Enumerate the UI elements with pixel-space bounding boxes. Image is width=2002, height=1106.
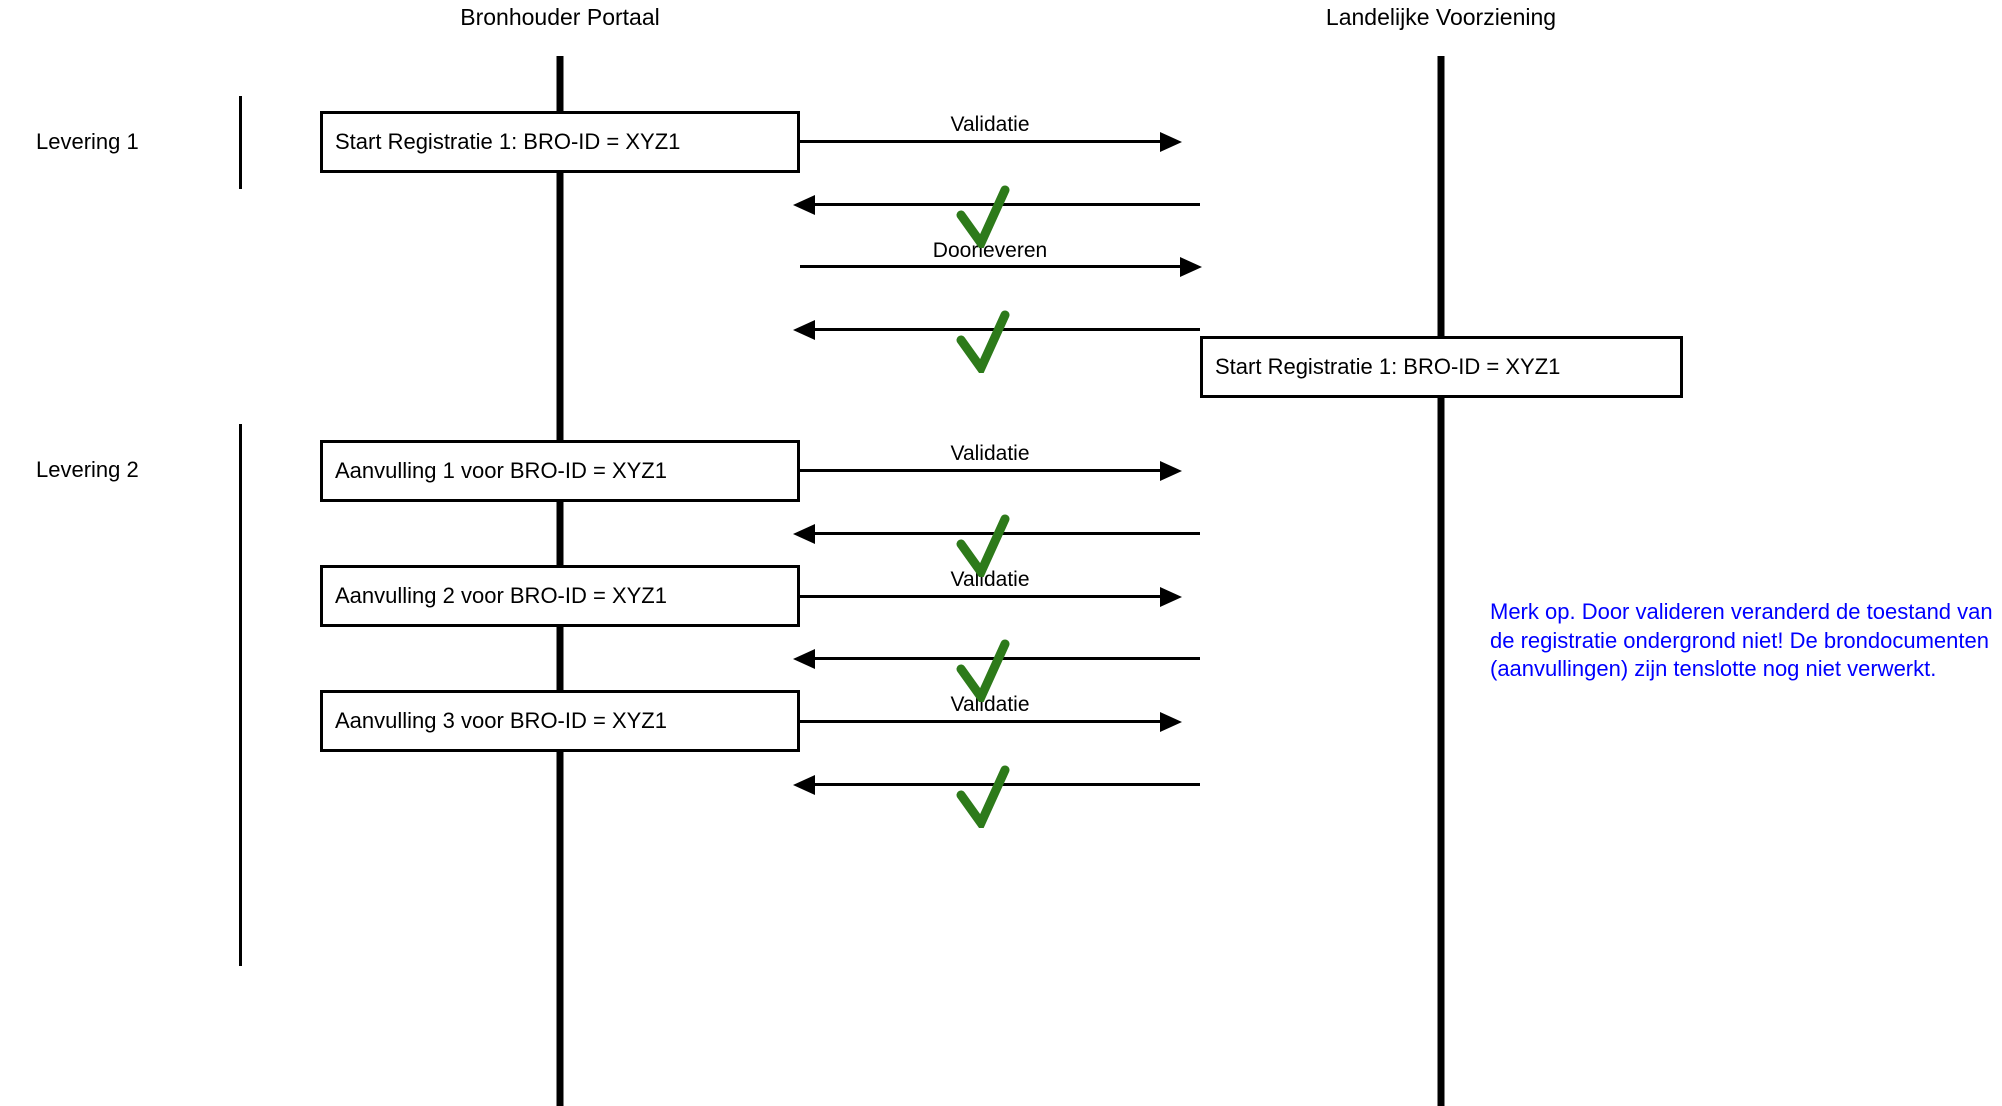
ok-check-icon <box>956 765 1010 828</box>
group-label-levering-2: Levering 2 <box>36 457 139 482</box>
activity-box-label: Aanvulling 1 voor BRO-ID = XYZ1 <box>335 458 667 483</box>
lifeline-bar-bronhouder-segment-4 <box>556 625 564 690</box>
lifeline-bar-bronhouder-segment-5 <box>556 750 564 1106</box>
arrow-head-left-icon <box>793 320 815 340</box>
message-arrow-validatie-3 <box>800 595 1160 598</box>
arrow-head-right-icon <box>1160 461 1182 481</box>
message-label-validatie-2: Validatie <box>950 442 1030 465</box>
arrow-head-left-icon <box>793 649 815 669</box>
activity-box-start-registratie-bronhouder[interactable]: Start Registratie 1: BRO-ID = XYZ1 <box>320 111 800 173</box>
lifeline-bar-bronhouder-segment-3 <box>556 500 564 565</box>
arrow-head-right-icon <box>1160 712 1182 732</box>
activity-box-label: Start Registratie 1: BRO-ID = XYZ1 <box>1215 354 1561 379</box>
ok-check-icon <box>956 514 1010 577</box>
arrow-head-left-icon <box>793 195 815 215</box>
activity-box-label: Aanvulling 2 voor BRO-ID = XYZ1 <box>335 583 667 608</box>
message-label-validatie-4: Validatie <box>950 693 1030 716</box>
message-arrow-validatie-1 <box>800 140 980 143</box>
activity-box-aanvulling-3[interactable]: Aanvulling 3 voor BRO-ID = XYZ1 <box>320 690 800 752</box>
lifeline-bar-landelijke-segment-1 <box>1437 56 1445 341</box>
activity-box-label: Aanvulling 3 voor BRO-ID = XYZ1 <box>335 708 667 733</box>
message-arrow-validatie-1-cont <box>980 140 1160 143</box>
ok-check-icon <box>956 185 1010 248</box>
ok-check-icon <box>956 639 1010 702</box>
message-arrow-validatie-4 <box>800 720 1160 723</box>
arrow-head-right-icon <box>1160 587 1182 607</box>
lifeline-title-bronhouder-portaal: Bronhouder Portaal <box>460 4 660 30</box>
arrow-head-left-icon <box>793 524 815 544</box>
group-bracket-levering-1 <box>239 96 242 189</box>
message-label-doorleveren: Doorleveren <box>932 239 1048 262</box>
message-arrow-return-2 <box>815 328 1200 331</box>
lifeline-bar-bronhouder-segment-1 <box>556 56 564 142</box>
arrow-head-right-icon <box>1180 257 1202 277</box>
activity-box-start-registratie-landelijke[interactable]: Start Registratie 1: BRO-ID = XYZ1 <box>1200 336 1683 398</box>
message-arrow-validatie-2 <box>800 469 1160 472</box>
message-arrow-return-5 <box>815 783 1200 786</box>
activity-box-label: Start Registratie 1: BRO-ID = XYZ1 <box>335 129 681 154</box>
lifeline-bar-bronhouder-segment-2 <box>556 172 564 560</box>
message-arrow-return-4 <box>815 657 1200 660</box>
message-arrow-doorleveren <box>800 265 1195 268</box>
arrow-head-right-icon <box>1160 132 1182 152</box>
note-validatie-toelichting: Merk op. Door valideren veranderd de toe… <box>1490 599 1993 682</box>
lifeline-title-landelijke-voorziening: Landelijke Voorziening <box>1325 4 1557 30</box>
lifeline-bar-landelijke-segment-2 <box>1437 328 1445 1106</box>
group-bracket-levering-2 <box>239 424 242 966</box>
group-label-levering-1: Levering 1 <box>36 129 139 154</box>
message-label-validatie-1: Validatie <box>950 113 1030 136</box>
message-arrow-return-1 <box>815 203 1200 206</box>
message-arrow-return-3 <box>815 532 1200 535</box>
activity-box-aanvulling-2[interactable]: Aanvulling 2 voor BRO-ID = XYZ1 <box>320 565 800 627</box>
activity-box-aanvulling-1[interactable]: Aanvulling 1 voor BRO-ID = XYZ1 <box>320 440 800 502</box>
message-label-validatie-3: Validatie <box>950 568 1030 591</box>
arrow-head-left-icon <box>793 775 815 795</box>
ok-check-icon <box>956 310 1010 373</box>
